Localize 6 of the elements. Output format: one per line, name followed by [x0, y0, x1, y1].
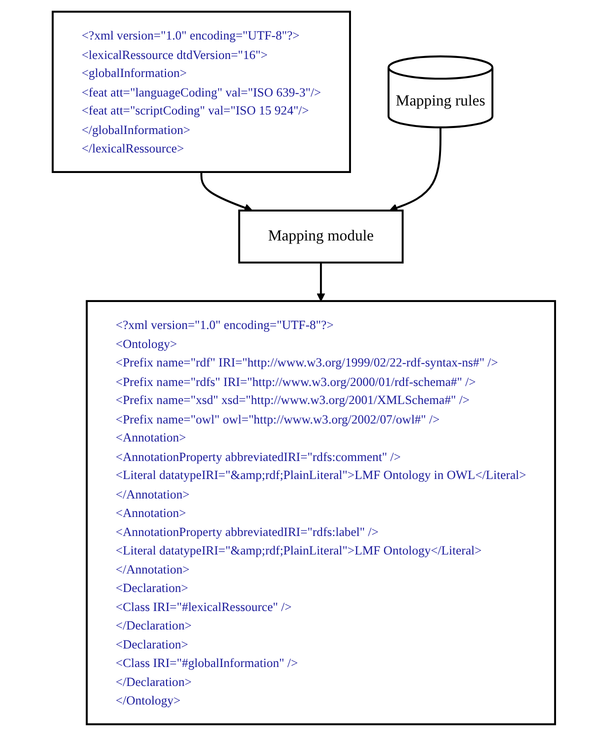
node-box: Mapping module — [238, 210, 404, 264]
arrow — [316, 262, 326, 302]
arrow — [389, 127, 442, 212]
arrow — [200, 172, 253, 212]
node-box: <?xml version="1.0" encoding="UTF-8"?> <Ontology> <Prefix name="rdf" IRI="http://www.w3.org/1999/02/22-rdf-syntax-ns#" /> <Prefix name="rdfs" IRI="http://www.w3.org/2000/01/rdf-schema#" /> <Prefix name="xsd" xsd="http://www.w3.org/2001/XMLSchema#" /> <Prefix name="owl" owl="http://www.w3.org/2002/07/owl#" /> <Annotation> <AnnotationProperty abbreviatedIRI="rdfs:comment" /> <Literal datatypeIRI="&amp;rdf;PlainLiteral">LMF Ontology in OWL</Literal> </Annotation> <Annotation> <AnnotationProperty abbreviatedIRI="rdfs:label" /> <Literal datatypeIRI="&amp;rdf;PlainLiteral">LMF Ontology</Literal> </Annotation> <Declaration> <Class IRI="#lexicalRessource" /> </Declaration> <Declaration> <Class IRI="#globalInformation" /> </Declaration> </Ontology> — [86, 300, 556, 726]
node-box: <?xml version="1.0" encoding="UTF-8"?> <lexicalRessource dtdVersion="16"> <globalInformation> <feat att="languageCoding" val="ISO 639-3"/> <feat att="scriptCoding" val="ISO 15 924"/> </globalInformation> </lexicalRessource> — [52, 10, 352, 173]
